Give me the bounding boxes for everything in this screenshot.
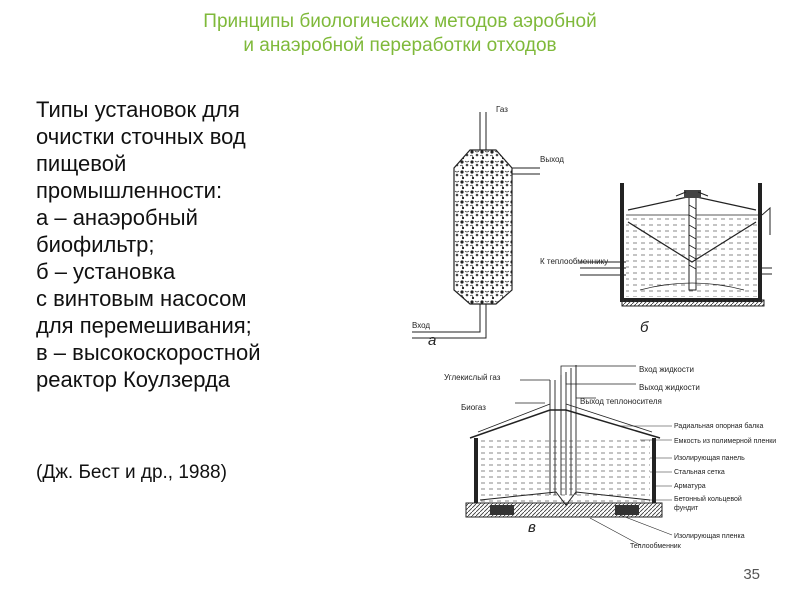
text-line: б – установка	[36, 259, 176, 284]
coolant-out-label: Выход теплоносителя	[580, 397, 662, 406]
heat-exchanger-c-label: Теплообменник	[630, 542, 682, 550]
title-line-1: Принципы биологических методов аэробной	[203, 11, 597, 32]
inlet-label: Вход	[412, 321, 430, 330]
insulating-panel-label: Изолирующая панель	[674, 455, 745, 462]
diagram-a-biofilter: Газ Выход Вход а	[412, 105, 564, 349]
slide-title: Принципы биологических методов аэробной …	[0, 10, 800, 58]
page-number: 35	[743, 566, 760, 583]
radial-beam-label: Радиальная опорная балка	[674, 422, 763, 430]
title-line-2: и анаэробной переработки отходов	[243, 35, 557, 56]
text-line: промышленности:	[36, 178, 223, 203]
concrete-ring-label: Бетонный кольцевой	[674, 495, 742, 503]
liquid-in-label: Вход жидкости	[639, 365, 694, 374]
text-line: а – анаэробный	[36, 205, 198, 230]
gas-label: Газ	[496, 105, 508, 114]
letter-a: а	[428, 332, 436, 349]
text-line: пищевой	[36, 151, 127, 176]
letter-c: в	[528, 519, 536, 536]
diagram-b-screw-pump: К теплообменнику б	[540, 183, 772, 336]
citation: (Дж. Бест и др., 1988)	[36, 462, 227, 483]
steel-mesh-label: Стальная сетка	[674, 469, 725, 476]
description-text: Типы установок для очистки сточных вод п…	[36, 96, 336, 393]
rebar-label: Арматура	[674, 483, 706, 490]
text-line: очистки сточных вод	[36, 124, 246, 149]
heat-exchanger-label: К теплообменнику	[540, 257, 608, 266]
concrete-ring-label-2: фундит	[674, 505, 699, 512]
text-line: с винтовым насосом	[36, 286, 247, 311]
outlet-label: Выход	[540, 155, 564, 164]
biofilter-column	[453, 149, 513, 305]
text-line: реактор Коулзерда	[36, 367, 231, 392]
text-line: в – высокоскоростной	[36, 340, 261, 365]
letter-b: б	[640, 319, 649, 336]
diagram-c-reactor: Углекислый газ Биогаз Вход жидкости Выхо…	[444, 365, 776, 550]
co2-label: Углекислый газ	[444, 373, 501, 382]
text-line: биофильтр;	[36, 232, 155, 257]
text-line: для перемешивания;	[36, 313, 252, 338]
polymer-tank-label: Емкость из полимерной пленки	[674, 437, 776, 445]
biogas-label: Биогаз	[461, 403, 486, 412]
text-line: Типы установок для	[36, 97, 240, 122]
liquid-out-label: Выход жидкости	[639, 383, 700, 392]
insulating-film-label: Изолирующая пленка	[674, 533, 745, 540]
